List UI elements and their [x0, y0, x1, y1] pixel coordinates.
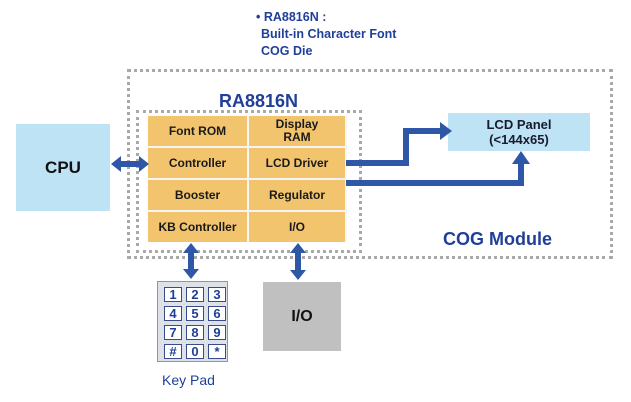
io-arrow	[290, 243, 306, 280]
keypad-key: 7	[164, 325, 182, 340]
keypad-key: 5	[186, 306, 204, 321]
keypad-key: *	[208, 344, 226, 359]
lcd-panel-label: LCD Panel	[486, 117, 552, 132]
keypad-key: 0	[186, 344, 204, 359]
cpu-box: CPU	[16, 124, 110, 211]
controller-block: Controller	[148, 148, 247, 178]
lcd-panel-box: LCD Panel (<144x65)	[448, 113, 590, 151]
font-rom-block: Font ROM	[148, 116, 247, 146]
regulator-to-panel-arrowhead	[512, 151, 530, 164]
lcd-driver-to-panel-arrow-shaft	[346, 128, 440, 166]
keypad-label: Key Pad	[162, 372, 215, 388]
keypad-key: 8	[186, 325, 204, 340]
chip-title: RA8816N	[219, 91, 299, 111]
keypad-key: #	[164, 344, 182, 359]
keypad-key: 1	[164, 287, 182, 302]
kb-controller-block: KB Controller	[148, 212, 247, 242]
booster-block: Booster	[148, 180, 247, 210]
io-box: I/O	[263, 282, 341, 351]
note-line-3: COG Die	[261, 44, 313, 58]
regulator-to-panel-arrow-shaft	[346, 163, 524, 186]
chip-note: • RA8816N : Built-in Character Font COG …	[256, 9, 396, 60]
lcd-driver-to-panel-arrowhead	[440, 122, 452, 140]
note-line-2: Built-in Character Font	[261, 27, 397, 41]
keypad-key: 3	[208, 287, 226, 302]
chip-block-grid: Font ROM Display RAM Controller LCD Driv…	[148, 116, 347, 242]
keypad-key: 9	[208, 325, 226, 340]
cpu-controller-arrow	[111, 156, 149, 172]
io-box-label: I/O	[291, 307, 313, 325]
cpu-label: CPU	[45, 157, 81, 177]
kb-keypad-arrow	[183, 243, 199, 279]
cog-module-label: COG Module	[443, 229, 552, 249]
io-block: I/O	[249, 212, 345, 242]
keypad-key: 2	[186, 287, 204, 302]
keypad-key: 4	[164, 306, 182, 321]
lcd-driver-block: LCD Driver	[249, 148, 345, 178]
display-ram-block: Display RAM	[249, 116, 345, 146]
lcd-panel-size: (<144x65)	[489, 132, 549, 147]
note-line-1: • RA8816N :	[256, 10, 327, 24]
keypad-key: 6	[208, 306, 226, 321]
regulator-block: Regulator	[249, 180, 345, 210]
